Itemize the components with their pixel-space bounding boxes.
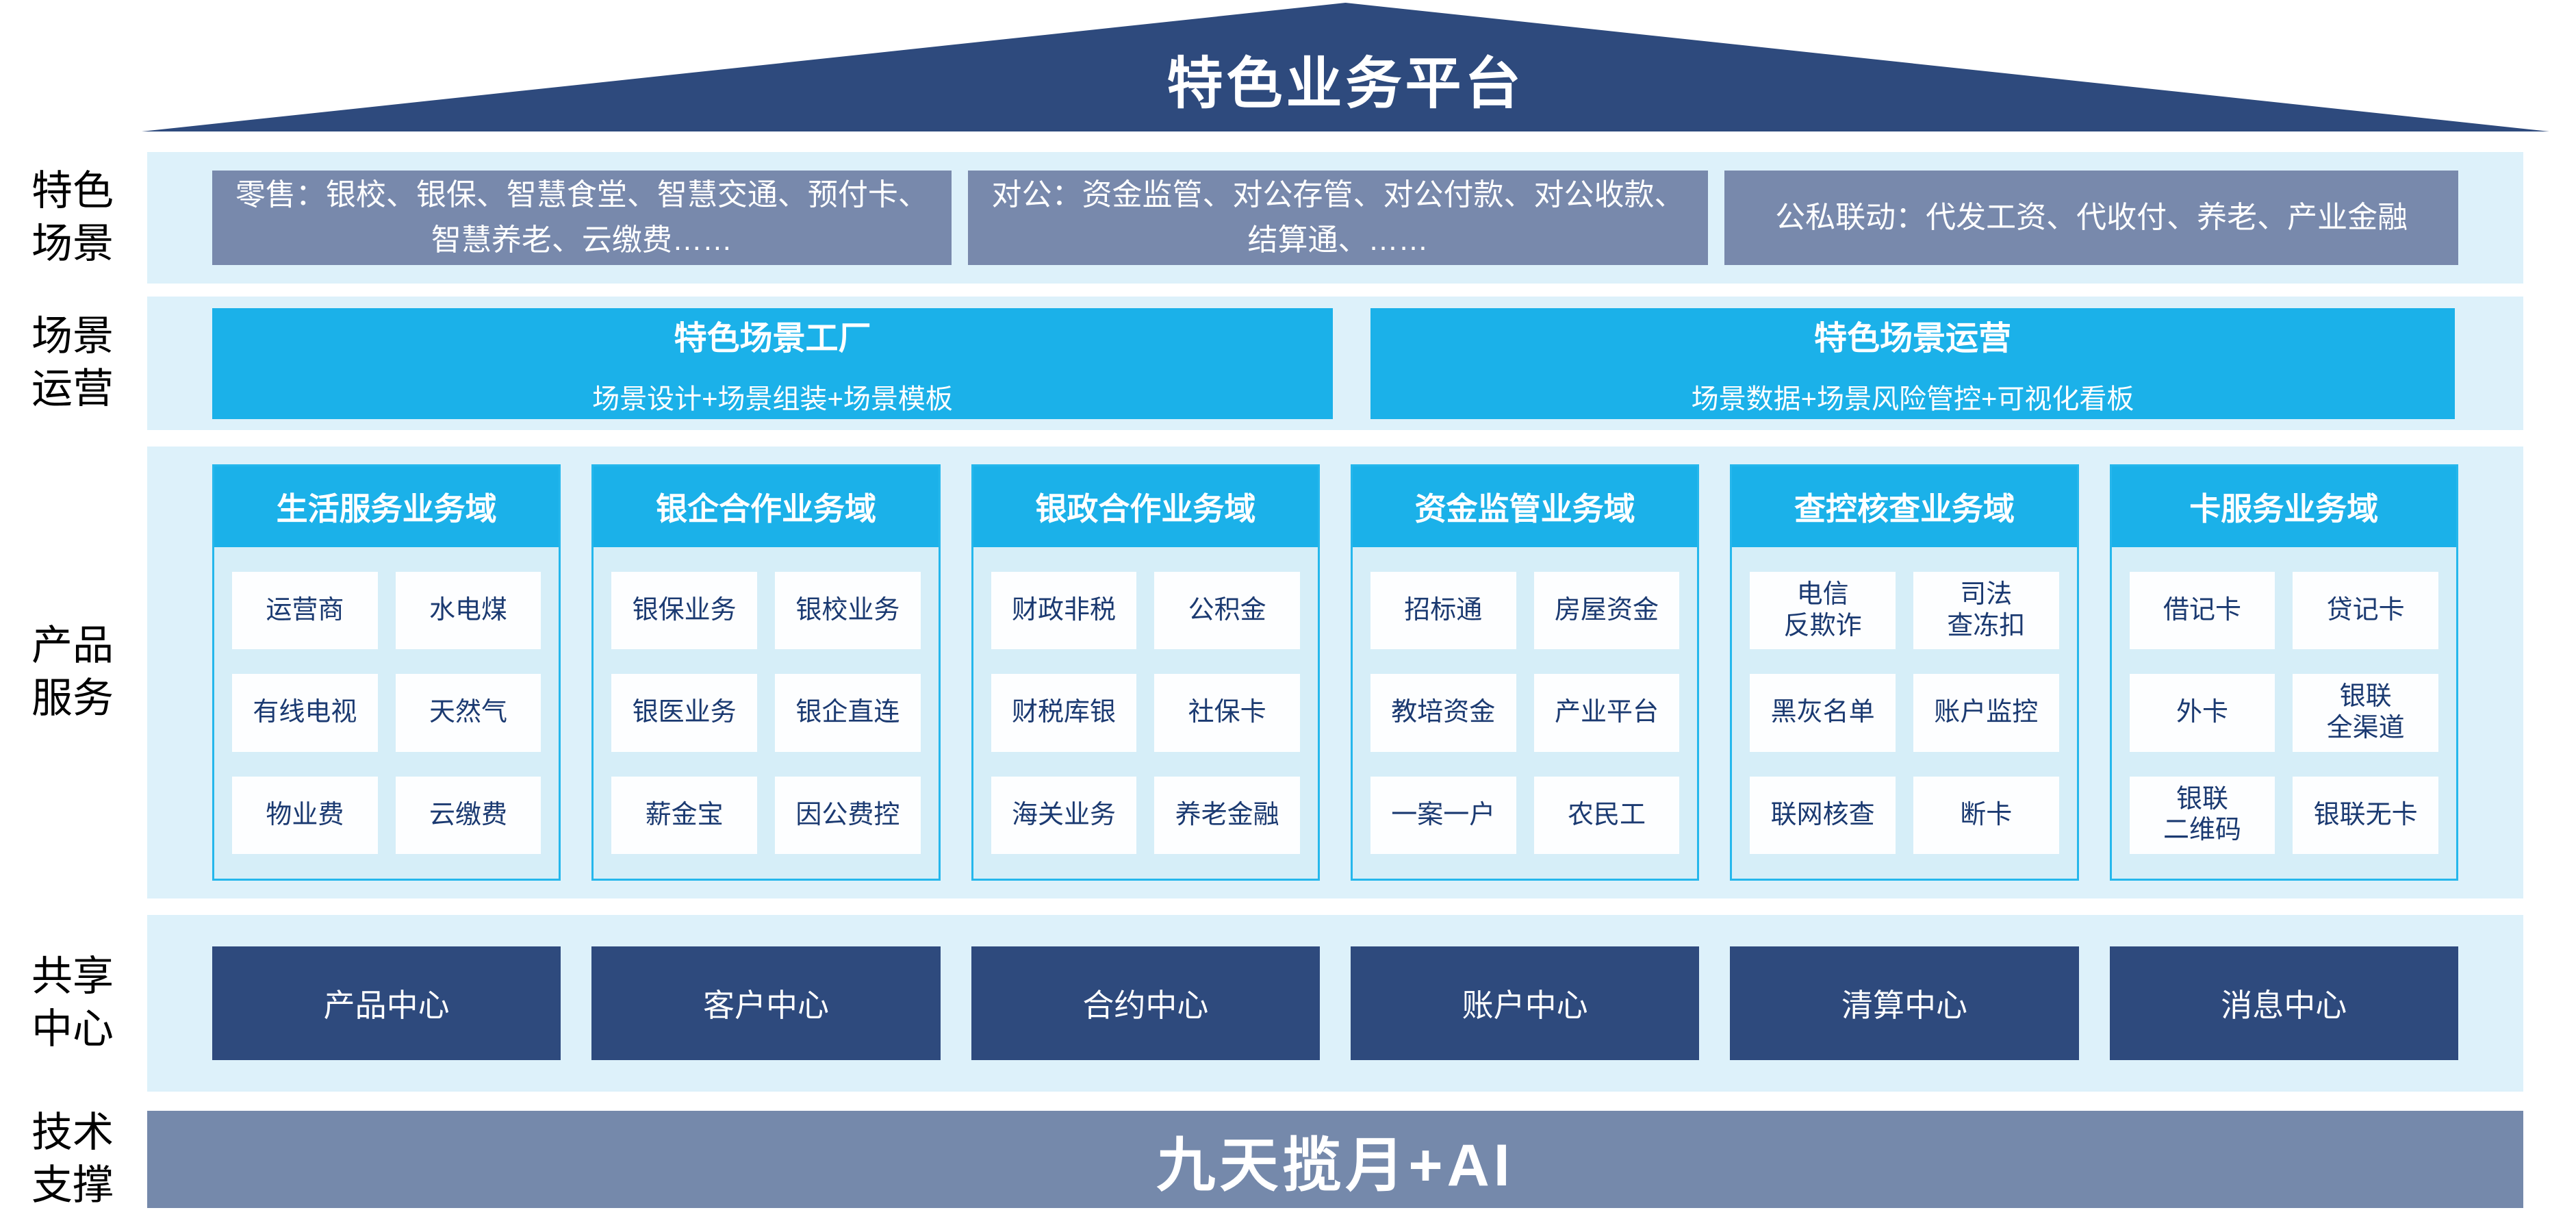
product-cell: 财税库银 [991, 674, 1137, 752]
column-header: 查控核查业务域 [1732, 466, 2077, 547]
product-cell: 银联无卡 [2293, 776, 2438, 854]
product-cell: 联网核查 [1750, 776, 1896, 854]
column-body: 招标通 房屋资金 教培资金 产业平台 一案一户 农民工 [1353, 547, 1697, 879]
ops-title: 特色场景工厂 [674, 320, 871, 357]
product-cell: 教培资金 [1370, 674, 1516, 752]
product-cell: 财政非税 [991, 572, 1137, 650]
product-cell: 产业平台 [1533, 674, 1680, 752]
side-label-operations: 场景 运营 [31, 313, 114, 412]
center-box-account: 账户中心 [1350, 946, 1700, 1060]
column-body: 运营商 水电煤 有线电视 天然气 物业费 云缴费 [214, 547, 559, 879]
column-header: 卡服务业务域 [2111, 466, 2456, 547]
product-column-card-services: 卡服务业务域 借记卡 贷记卡 外卡 银联 全渠道 银联 二维码 银联无卡 [2109, 464, 2458, 881]
product-column-fund-supervision: 资金监管业务域 招标通 房屋资金 教培资金 产业平台 一案一户 农民工 [1350, 464, 1700, 881]
center-box-customer: 客户中心 [591, 946, 941, 1060]
side-label-shared-centers: 共享 中心 [31, 953, 114, 1052]
ops-title: 特色场景运营 [1813, 320, 2011, 357]
ops-box-scene-factory: 特色场景工厂 场景设计+场景组装+场景模板 [212, 307, 1333, 419]
product-cell: 物业费 [232, 776, 378, 854]
product-cell: 司法 查冻扣 [1913, 572, 2059, 650]
column-header: 生活服务业务域 [214, 466, 559, 547]
product-cell: 社保卡 [1154, 674, 1300, 752]
product-cell: 黑灰名单 [1750, 674, 1896, 752]
product-cell: 断卡 [1913, 776, 2059, 854]
scene-box-corporate: 对公：资金监管、对公存管、对公付款、对公收款、结算通、…… [967, 171, 1709, 265]
product-cell: 养老金融 [1154, 776, 1300, 854]
product-cell: 运营商 [232, 572, 378, 650]
operations-band: 特色场景工厂 场景设计+场景组装+场景模板 特色场景运营 场景数据+场景风险管控… [147, 297, 2523, 430]
ops-box-scene-operation: 特色场景运营 场景数据+场景风险管控+可视化看板 [1370, 307, 2455, 419]
ops-subtitle: 场景设计+场景组装+场景模板 [592, 384, 953, 414]
ops-subtitle: 场景数据+场景风险管控+可视化看板 [1691, 384, 2134, 414]
side-label-scenes: 特色 场景 [31, 168, 114, 266]
product-cell: 农民工 [1533, 776, 1680, 854]
product-cell: 借记卡 [2129, 572, 2275, 650]
product-column-inquiry-control: 查控核查业务域 电信 反欺诈 司法 查冻扣 黑灰名单 账户监控 联网核查 断卡 [1730, 464, 2079, 881]
product-column-bank-enterprise: 银企合作业务域 银保业务 银校业务 银医业务 银企直连 薪金宝 因公费控 [591, 464, 941, 881]
shared-centers-band: 产品中心 客户中心 合约中心 账户中心 清算中心 消息中心 [147, 915, 2523, 1092]
product-cell: 天然气 [395, 674, 541, 752]
product-cell: 招标通 [1370, 572, 1516, 650]
product-cell: 公积金 [1154, 572, 1300, 650]
side-label-tech-support: 技术 支撑 [31, 1109, 114, 1208]
column-body: 财政非税 公积金 财税库银 社保卡 海关业务 养老金融 [973, 547, 1318, 879]
side-label-products: 产品 服务 [31, 623, 114, 721]
product-cell: 银联 全渠道 [2293, 674, 2438, 752]
product-cell: 银企直连 [774, 674, 921, 752]
product-cell: 云缴费 [395, 776, 541, 854]
product-cell: 因公费控 [774, 776, 921, 854]
center-box-clearing: 清算中心 [1730, 946, 2079, 1060]
product-cell: 房屋资金 [1533, 572, 1680, 650]
column-body: 借记卡 贷记卡 外卡 银联 全渠道 银联 二维码 银联无卡 [2112, 547, 2456, 879]
product-cell: 银保业务 [611, 572, 757, 650]
center-box-message: 消息中心 [2109, 946, 2458, 1060]
product-cell: 银校业务 [774, 572, 921, 650]
scene-box-retail: 零售：银校、银保、智慧食堂、智慧交通、预付卡、智慧养老、云缴费…… [212, 171, 952, 265]
tech-support-bar: 九天揽月+AI [147, 1111, 2523, 1208]
product-cell: 电信 反欺诈 [1750, 572, 1896, 650]
product-cell: 外卡 [2129, 674, 2275, 752]
roof-banner: 特色业务平台 [142, 3, 2549, 131]
product-column-bank-government: 银政合作业务域 财政非税 公积金 财税库银 社保卡 海关业务 养老金融 [971, 464, 1320, 881]
column-header: 银企合作业务域 [594, 466, 939, 547]
center-box-product: 产品中心 [212, 946, 561, 1060]
scene-box-linkage: 公私联动：代发工资、代收付、养老、产业金融 [1724, 171, 2459, 265]
product-cell: 贷记卡 [2293, 572, 2438, 650]
product-cell: 薪金宝 [611, 776, 757, 854]
column-header: 银政合作业务域 [973, 466, 1318, 547]
product-column-life-services: 生活服务业务域 运营商 水电煤 有线电视 天然气 物业费 云缴费 [212, 464, 561, 881]
product-cell: 银联 二维码 [2129, 776, 2275, 854]
products-band: 生活服务业务域 运营商 水电煤 有线电视 天然气 物业费 云缴费 银企合作业务域… [147, 447, 2523, 898]
column-header: 资金监管业务域 [1352, 466, 1698, 547]
column-body: 银保业务 银校业务 银医业务 银企直连 薪金宝 因公费控 [594, 547, 938, 879]
product-cell: 一案一户 [1370, 776, 1516, 854]
product-cell: 有线电视 [232, 674, 378, 752]
scenes-band: 零售：银校、银保、智慧食堂、智慧交通、预付卡、智慧养老、云缴费…… 对公：资金监… [147, 152, 2523, 284]
platform-title: 特色业务平台 [1166, 53, 1525, 115]
product-cell: 账户监控 [1913, 674, 2059, 752]
product-cell: 海关业务 [991, 776, 1137, 854]
center-box-contract: 合约中心 [971, 946, 1320, 1060]
product-cell: 银医业务 [611, 674, 757, 752]
column-body: 电信 反欺诈 司法 查冻扣 黑灰名单 账户监控 联网核查 断卡 [1732, 547, 2076, 879]
product-cell: 水电煤 [395, 572, 541, 650]
